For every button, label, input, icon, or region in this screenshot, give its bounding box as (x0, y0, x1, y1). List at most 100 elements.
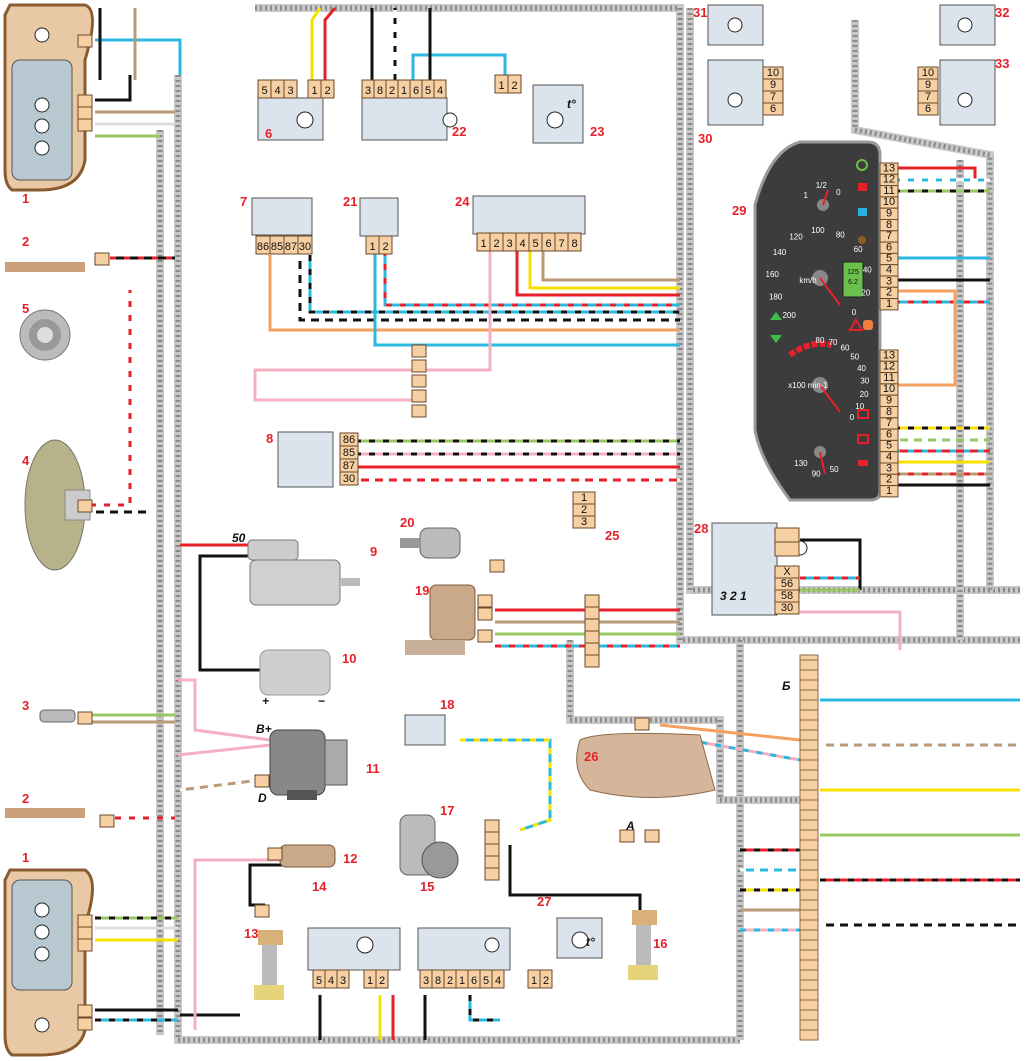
wire-stripe (468, 995, 500, 1022)
module-24-pin-label: 5 (532, 238, 538, 250)
cluster-lower-pin-label: 4 (886, 451, 892, 463)
switch-15-number: 15 (420, 879, 434, 894)
speed-tick-label: 60 (854, 245, 863, 254)
switch-33-pin-label: 6 (925, 103, 931, 115)
tach-tick-label: 0 (850, 413, 855, 422)
switch-30-number: 30 (698, 131, 712, 146)
relay-7-box (251, 197, 313, 236)
generator-terminal-d: D (258, 791, 267, 805)
switch-14-pin-label: 3 (340, 975, 346, 987)
brake-pad-sensor-lower-number: 2 (22, 791, 29, 806)
wire (383, 250, 680, 307)
switch-6-pin (320, 79, 335, 99)
wire (515, 250, 680, 297)
wire (659, 723, 801, 742)
wire (177, 743, 271, 757)
switch-33-pin-label: 10 (922, 67, 934, 79)
switch-21-number: 21 (343, 194, 357, 209)
relay-8-pin-label: 30 (343, 473, 355, 485)
wire-stripe (308, 255, 680, 314)
instrument-cluster: 125 6.2 km/h x100 min-1 11/2002040608010… (753, 140, 882, 502)
relay-8-number: 8 (266, 431, 273, 446)
switch-21-pin (378, 235, 393, 255)
switch-14-pin-label: 4 (328, 975, 334, 987)
switch-30-pin-label: 7 (770, 91, 776, 103)
switch-21-pin-label: 2 (382, 241, 388, 253)
harness-bundle-hatch (175, 75, 740, 1043)
speed-tick-label: 100 (811, 226, 825, 235)
generator-11-number: 11 (366, 761, 380, 776)
wire-connector (254, 774, 270, 788)
brake-indicator-icon (858, 236, 866, 244)
cluster-lower-pin-label: 13 (883, 349, 895, 361)
wire (253, 250, 492, 402)
switch-6-pin-label: 2 (324, 85, 330, 97)
connector-block-b (799, 654, 819, 1041)
motor-23-pin-label: 2 (511, 80, 517, 92)
tach-tick-label: 40 (857, 364, 866, 373)
generator-body (269, 729, 348, 800)
cluster-upper-pin-label: 1 (886, 298, 892, 310)
wire-connector (411, 359, 427, 373)
cluster-upper-pin-label: 5 (886, 253, 892, 265)
temp-sensor-16-number: 16 (653, 936, 667, 951)
wire (90, 290, 132, 507)
connector-block-b-pins (800, 659, 818, 1031)
switch-14-pin (375, 969, 389, 989)
speed-tick-label: 200 (782, 311, 796, 320)
harness-bundle-hatch (255, 5, 1020, 643)
switch-22-pin-label: 6 (413, 85, 419, 97)
switch-14-pin-label: 1 (367, 975, 373, 987)
wire-stripe (383, 250, 680, 307)
wire (308, 255, 680, 314)
switch-15-pin-label: 3 (423, 975, 429, 987)
switch-22-pin-label: 8 (377, 85, 383, 97)
light-switch-28-pin (774, 601, 800, 615)
cluster-lower-pin-label: 12 (883, 361, 895, 373)
wire (411, 53, 507, 80)
switch-22-pin-label: 4 (437, 85, 443, 97)
regulator-plus: + (262, 694, 269, 708)
cluster-lower-pin-label: 8 (886, 406, 892, 418)
wire-connector (584, 654, 600, 668)
oil-warning-icon (857, 409, 869, 419)
wire (528, 250, 680, 290)
wire-connector (99, 814, 115, 828)
switch-21-pin-label: 1 (369, 241, 375, 253)
switch-15-pin-label: 8 (435, 975, 441, 987)
tach-tick-label: 60 (841, 344, 850, 353)
sensor-18-number: 18 (440, 697, 454, 712)
cluster-lower-pin-label: 7 (886, 417, 892, 429)
headlamp-lower (3, 868, 94, 1057)
wire (198, 554, 280, 672)
wire (880, 289, 957, 387)
wire-connector (411, 404, 427, 418)
switch-33-number: 33 (995, 56, 1009, 71)
odometer-value: 125 (847, 269, 859, 276)
switch-6-pin (283, 79, 298, 99)
lamp-icon (484, 937, 500, 953)
hazard-icon (848, 318, 864, 331)
brake-pad-lower (5, 808, 85, 818)
switch-6-pin-label: 3 (287, 85, 293, 97)
relay-7-pin (297, 235, 313, 255)
motor-20-body (400, 527, 461, 559)
wire-connector (77, 106, 93, 120)
tach-tick-label: 70 (829, 338, 838, 347)
wire-connector (584, 594, 600, 608)
cluster-lower-pin-label: 2 (886, 474, 892, 486)
regulator-10-number: 10 (342, 651, 356, 666)
pump-19-body (405, 584, 476, 655)
wire (880, 166, 977, 180)
relay-7-pin-label: 30 (299, 241, 311, 253)
headlamp-left-upper-number: 1 (22, 191, 29, 206)
fuel-warning-icon (857, 434, 869, 444)
tach-tick-label: 30 (860, 377, 869, 386)
fan-motor-number: 4 (22, 453, 30, 468)
wire-stripe (90, 290, 132, 507)
switch-14-pin-label: 5 (316, 975, 322, 987)
switch-22-pin (433, 79, 447, 99)
tach-tick-label: 20 (860, 390, 869, 399)
speed-tick-label: 120 (789, 232, 803, 241)
